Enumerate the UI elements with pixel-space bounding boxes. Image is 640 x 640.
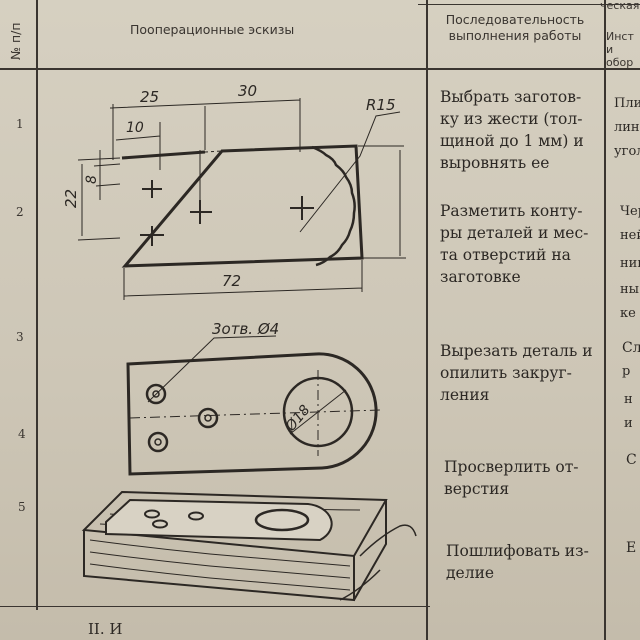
footer-fragment: II. И [88,620,123,638]
step-text-2: Разметить конту-ры деталей и мес-та отве… [440,202,589,286]
step-text-3: Вырезать деталь и опилить закруг-ления [440,342,593,404]
tool-1: Плит [614,96,640,111]
dim-22: 22 [62,189,80,208]
tool-frag-2: угол [614,144,640,159]
row-num-4: 4 [18,427,26,441]
header-col-tools: Инст и обор [606,30,634,69]
wood-block-sketch [81,490,417,602]
col-divider-2 [426,0,428,640]
tool-2: Черт [620,204,640,219]
tool-frag-8: н [624,392,633,407]
step-text-4: Просверлить от-верстия [444,458,579,498]
dim-r15: R15 [366,96,396,114]
header-col-seq: Последовательность выполнения работы [445,12,585,43]
sketches-drawing: 25 30 10 R15 8 22 72 3отв. Ø4 Ø18 [62,82,417,602]
step-text-1: Выбрать заготов-ку из жести (тол-щиной д… [440,88,584,172]
step-text-5: Пошлифовать из-делие [446,542,589,582]
tool-5: Е [626,540,637,556]
header-top-rule [418,4,640,5]
col-divider-3 [604,0,606,640]
dim-10: 10 [126,120,144,136]
tool-frag-1: лине [614,120,640,135]
dim-72: 72 [222,272,241,290]
blank-plate-sketch: 25 30 10 R15 8 22 72 [62,82,406,300]
header-col-sketch: Пооперационные эскизы [130,22,295,37]
cut-part-sketch: 3отв. Ø4 Ø18 [126,320,381,476]
row-num-2: 2 [16,205,24,219]
tool-4: С [626,452,637,468]
row-num-1: 1 [16,117,24,131]
row-num-5: 5 [18,500,26,514]
tool-frag-9: и [624,416,633,431]
col-divider-1 [36,0,38,610]
header-top-fragment: ческая [600,0,640,12]
tool-frag-3: ней [620,228,640,243]
tool-frag-5: ны [620,282,640,297]
row-num-3: 3 [16,330,24,344]
tool-frag-6: ке [620,306,636,321]
tool-3: Сл [622,340,640,356]
table-bottom-rule [0,606,430,607]
dim-30: 30 [238,82,257,100]
dim-25: 25 [140,88,159,106]
tool-frag-4: ник [620,256,640,271]
header-bottom-rule [0,68,640,70]
holes-label: 3отв. Ø4 [212,320,279,338]
tool-frag-7: р [622,364,631,379]
dim-8: 8 [84,175,100,184]
